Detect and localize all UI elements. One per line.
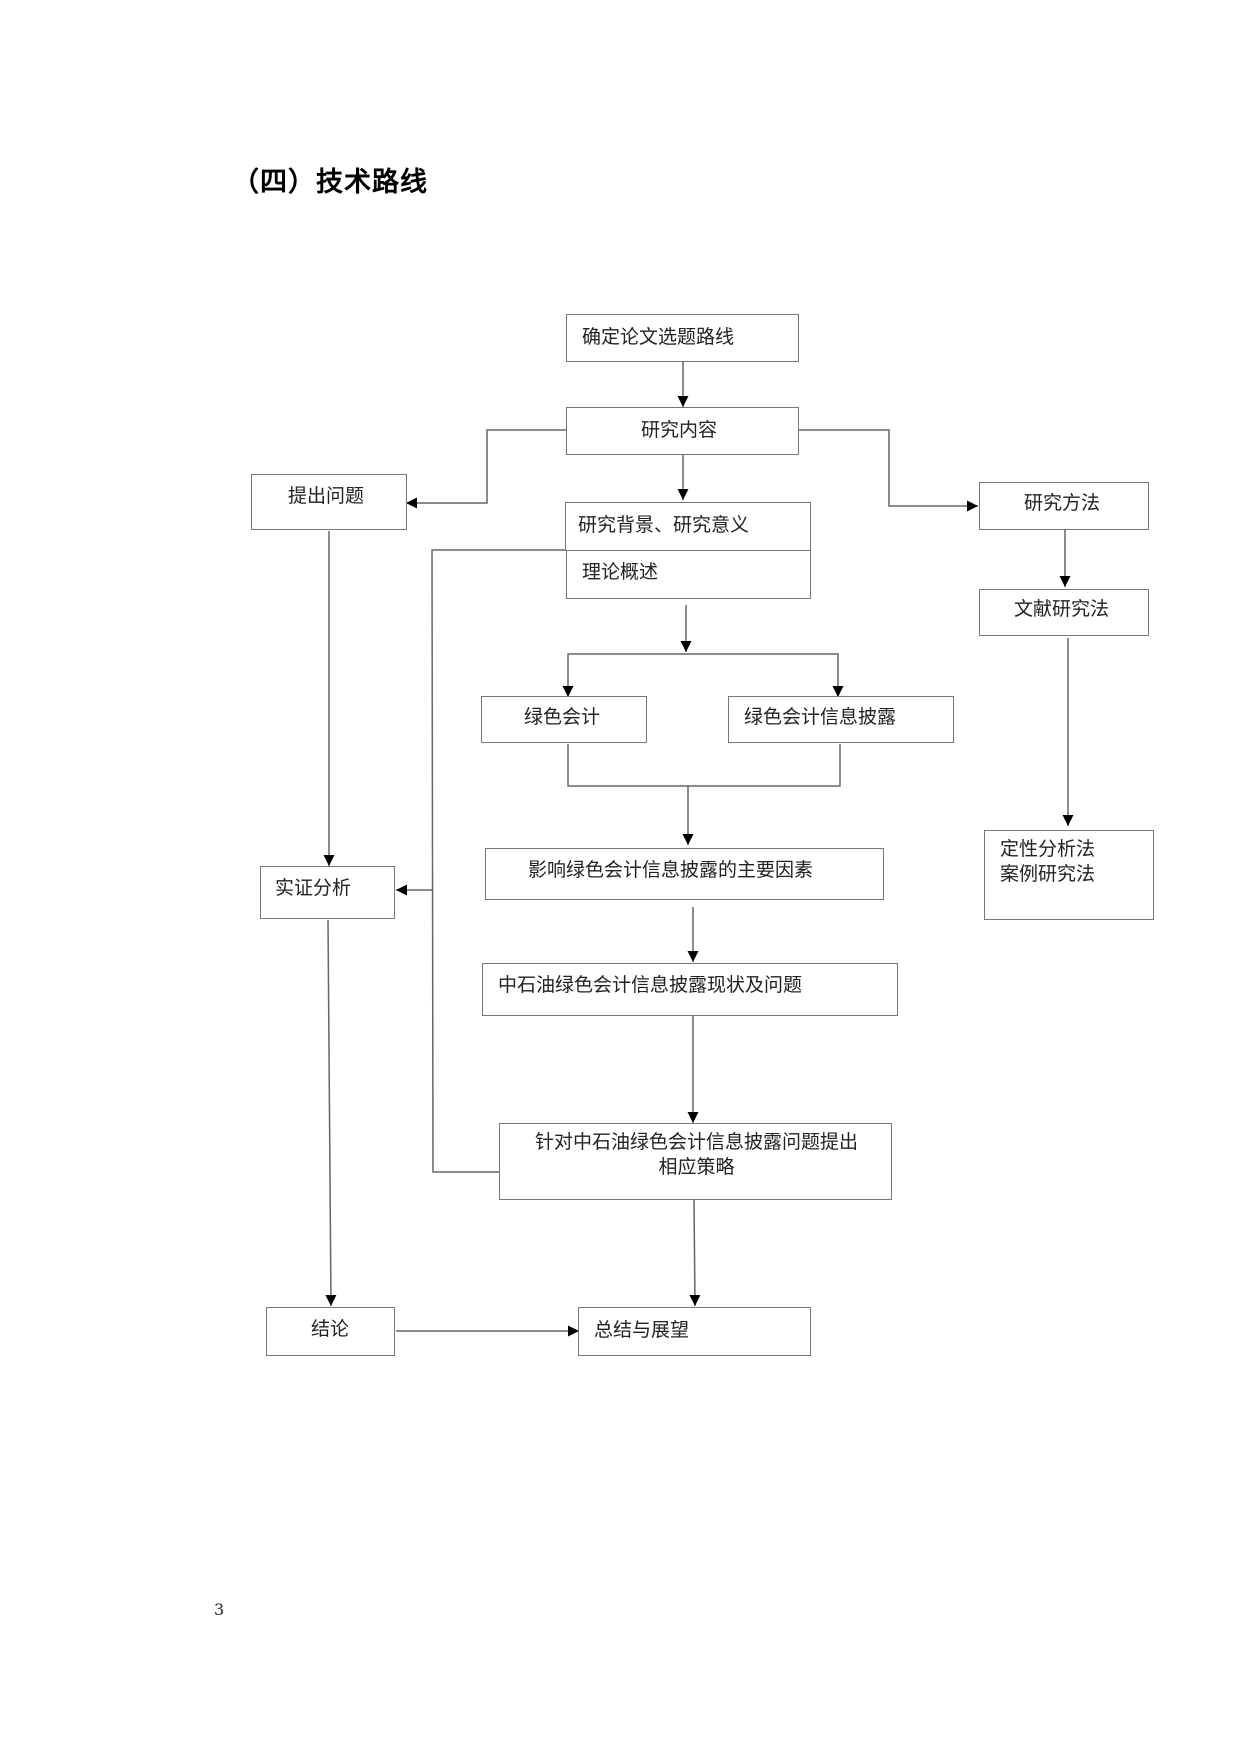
- empirical-box: 实证分析: [260, 866, 395, 919]
- green-disclosure-label: 绿色会计信息披露: [744, 706, 897, 728]
- qualitative-box: 定性分析法 案例研究法: [984, 830, 1154, 920]
- problem-label: 提出问题: [288, 485, 365, 507]
- methods-box: 研究方法: [979, 482, 1149, 530]
- background-label: 研究背景、研究意义: [578, 514, 750, 536]
- green-disclosure-box: 绿色会计信息披露: [728, 696, 954, 743]
- research-content-box: 研究内容: [566, 407, 799, 455]
- problem-box: 提出问题: [251, 474, 407, 530]
- literature-box: 文献研究法: [979, 589, 1149, 636]
- theory-box: 理论概述: [566, 550, 811, 599]
- factors-box: 影响绿色会计信息披露的主要因素: [485, 848, 884, 900]
- empirical-label: 实证分析: [275, 877, 352, 899]
- section-heading: （四）技术路线: [232, 167, 428, 198]
- conclusion-label: 结论: [311, 1318, 350, 1340]
- theory-label: 理论概述: [582, 561, 659, 583]
- topic-box: 确定论文选题路线: [566, 314, 799, 362]
- green-accounting-box: 绿色会计: [481, 696, 647, 743]
- summary-label: 总结与展望: [594, 1319, 690, 1341]
- page-number: 3: [214, 1600, 225, 1619]
- methods-label: 研究方法: [1024, 492, 1101, 514]
- strategy-box: 针对中石油绿色会计信息披露问题提出 相应策略: [499, 1123, 892, 1200]
- qualitative-label: 定性分析法 案例研究法: [1000, 838, 1096, 885]
- conclusion-box: 结论: [266, 1307, 395, 1356]
- literature-label: 文献研究法: [1014, 598, 1110, 620]
- topic-label: 确定论文选题路线: [582, 326, 735, 348]
- status-label: 中石油绿色会计信息披露现状及问题: [498, 974, 803, 996]
- strategy-label: 针对中石油绿色会计信息披露问题提出 相应策略: [534, 1131, 858, 1178]
- background-box: 研究背景、研究意义: [565, 502, 811, 551]
- research-content-label: 研究内容: [641, 419, 718, 441]
- status-box: 中石油绿色会计信息披露现状及问题: [482, 963, 898, 1016]
- summary-box: 总结与展望: [578, 1307, 811, 1356]
- factors-label: 影响绿色会计信息披露的主要因素: [528, 859, 814, 881]
- green-accounting-label: 绿色会计: [524, 706, 601, 728]
